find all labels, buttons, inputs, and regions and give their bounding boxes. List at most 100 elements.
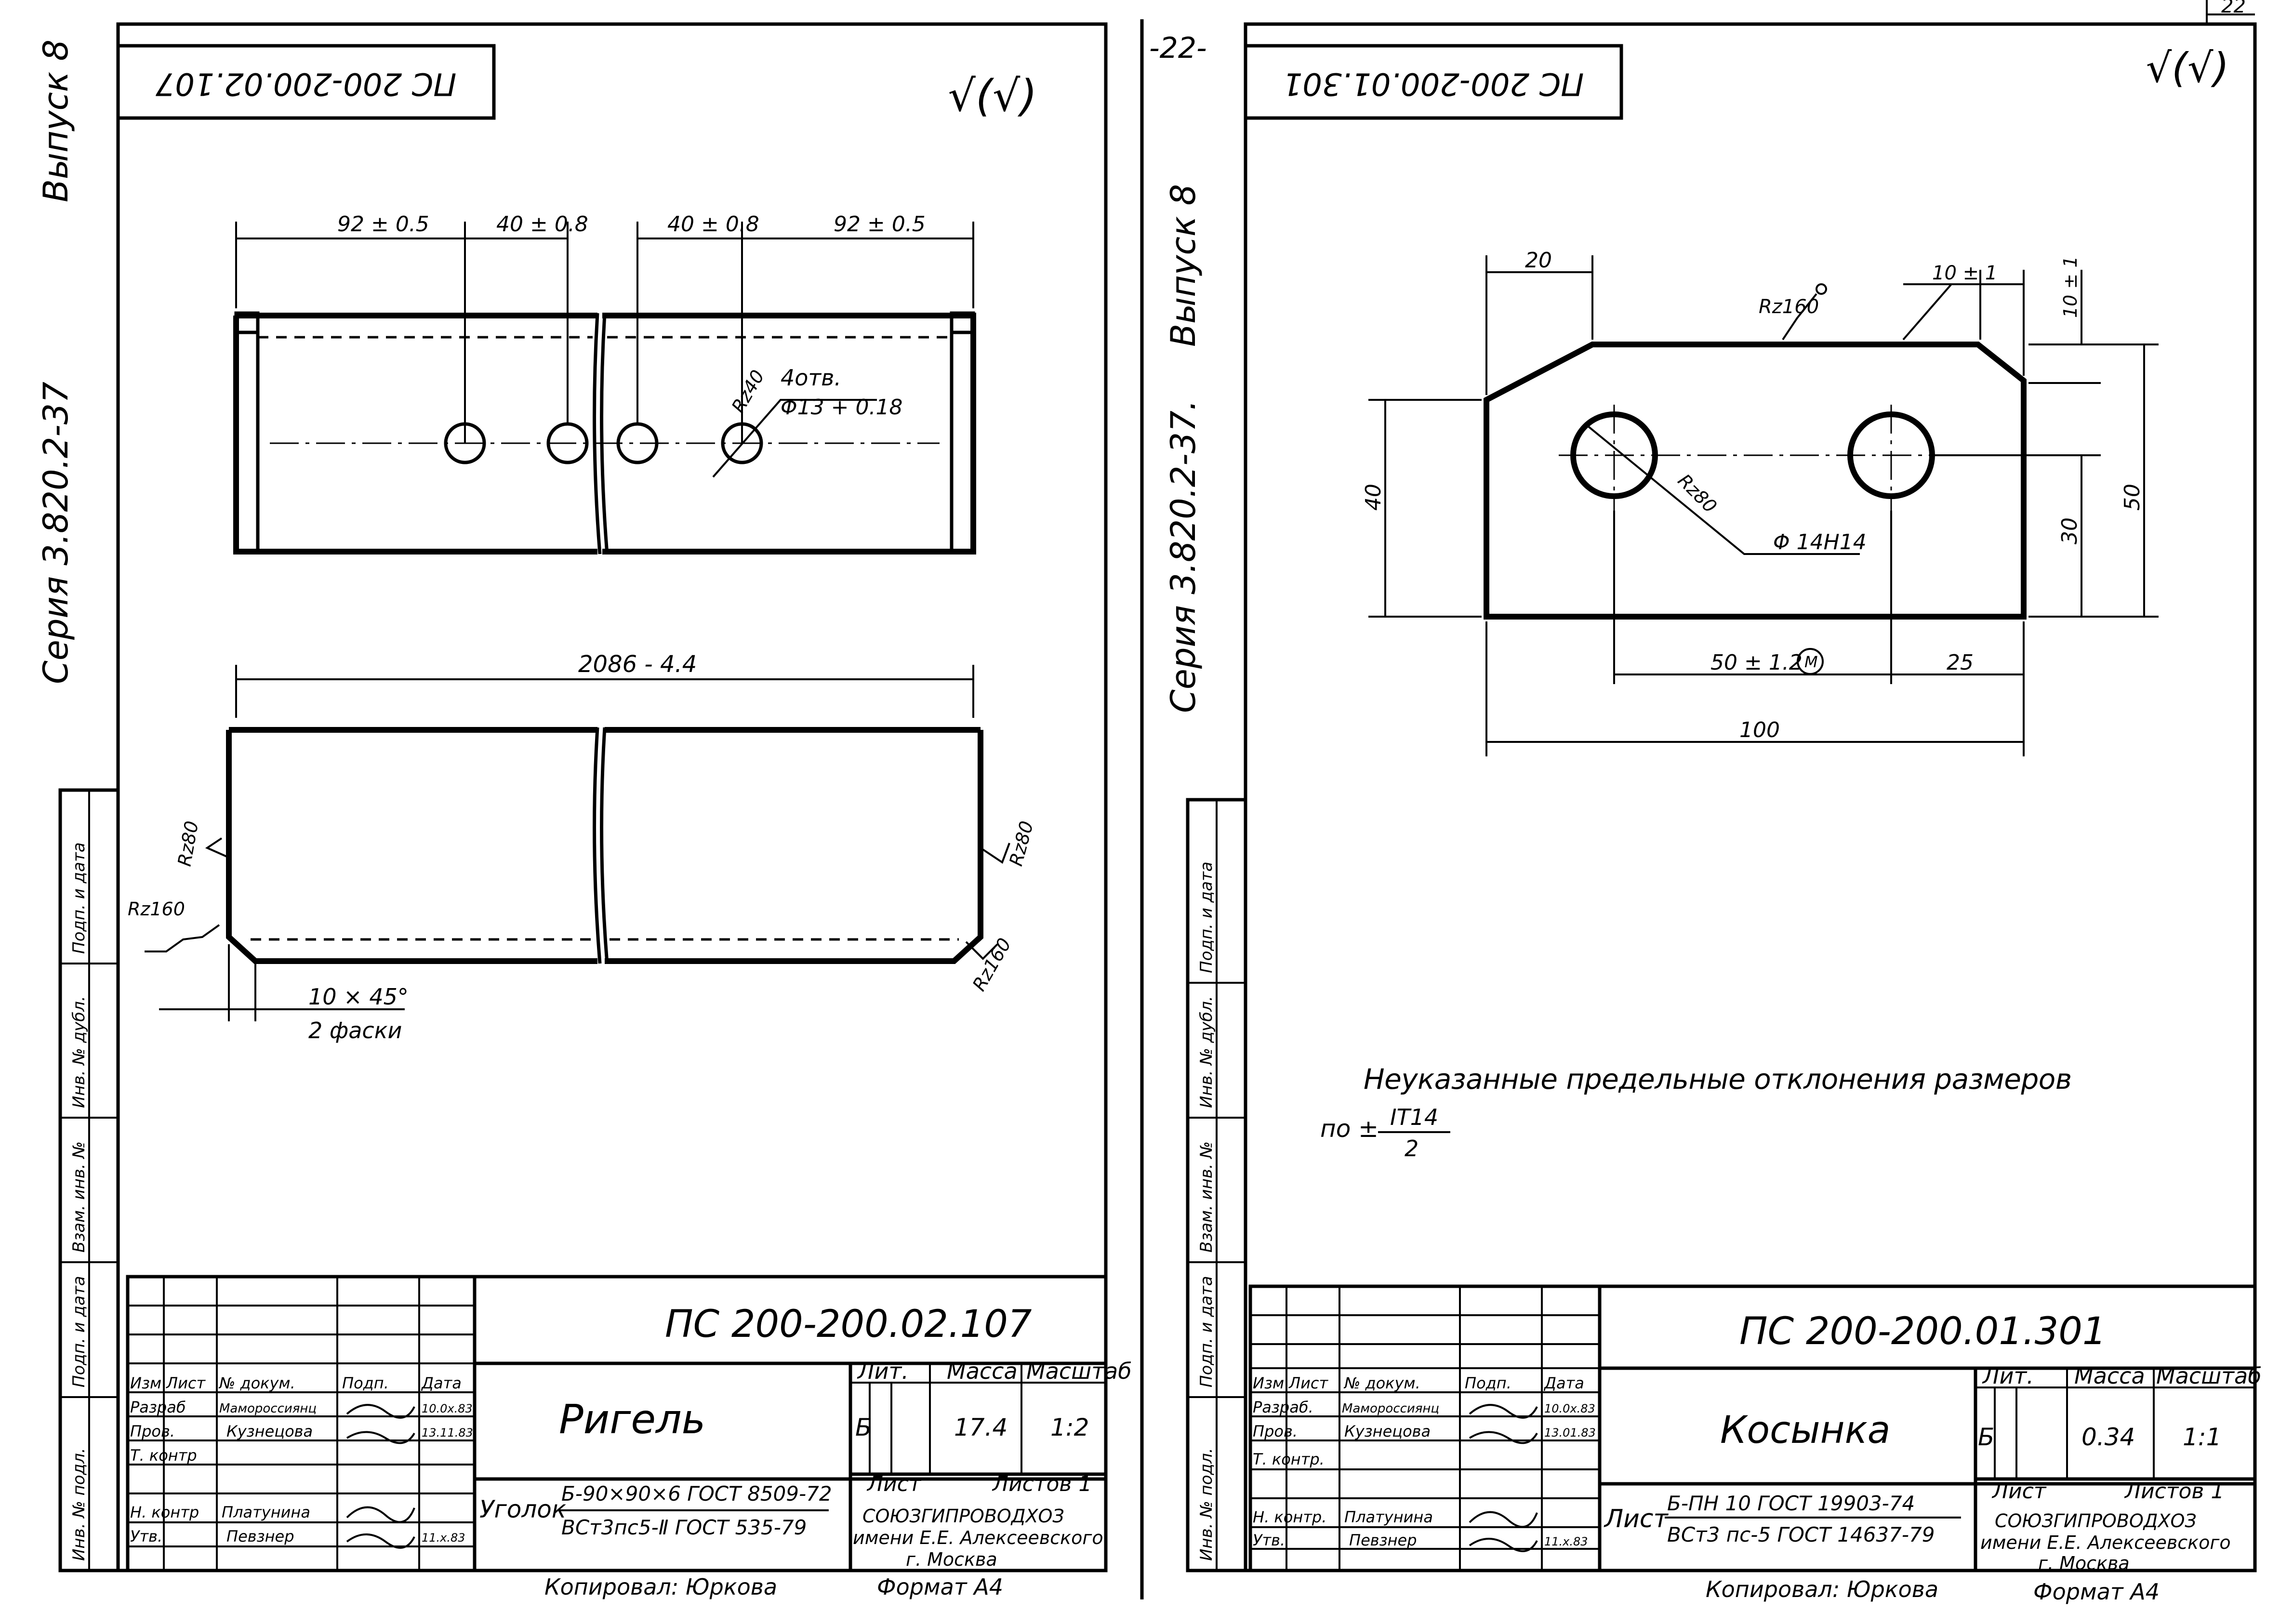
- right-role-6: Утв.: [1253, 1531, 1285, 1549]
- right-scale: 1:1: [2183, 1423, 2221, 1451]
- left-material-2: ВСт3пс5-Ⅱ ГОСТ 535-79: [561, 1516, 807, 1539]
- dim-top-2: 40 ± 0.8: [496, 212, 588, 237]
- rz40-label: Rz40: [728, 366, 769, 416]
- right-org-2: имени Е.Е. Алексеевского: [1980, 1532, 2231, 1553]
- left-date-1: 10.0х.83: [422, 1402, 473, 1415]
- right-side-label-5: Подп. и дата: [1197, 861, 1216, 973]
- right-sheets-label: Листов 1: [2124, 1479, 2224, 1504]
- note-num: IT14: [1390, 1104, 1438, 1130]
- left-roughness-symbol: √(√): [948, 71, 1037, 121]
- dim-20: 20: [1525, 248, 1552, 273]
- left-side-label-1: Инв. № подл.: [69, 1448, 89, 1561]
- left-stamp-name: Ригель: [559, 1396, 705, 1443]
- left-stamp-title: ПС 200-200.02.107: [665, 1303, 1032, 1346]
- rz80-gusset: Rz80: [1674, 470, 1721, 517]
- dim-100: 100: [1739, 718, 1780, 742]
- hole-dim: Φ 14H14: [1773, 530, 1867, 555]
- left-org-3: г. Москва: [906, 1549, 997, 1570]
- dim-25: 25: [1947, 650, 1974, 675]
- right-role-3: Т. контр.: [1253, 1450, 1325, 1468]
- right-name-5: Платунина: [1344, 1508, 1433, 1526]
- left-scale-header: Масштаб: [1026, 1358, 1132, 1384]
- right-roughness-symbol: √(√): [2146, 44, 2229, 92]
- right-lit-header: Лит.: [1982, 1363, 2034, 1389]
- right-role-1: Разраб.: [1253, 1398, 1313, 1416]
- left-lit: Б: [855, 1413, 872, 1441]
- right-date-6: 11.х.83: [1544, 1535, 1588, 1548]
- right-mass-header: Масса: [2074, 1363, 2145, 1389]
- left-col-list: Лист: [166, 1374, 206, 1392]
- right-org-1: СОЮЗГИПРОВОДХОЗ: [1995, 1510, 2197, 1532]
- dim-10-h: 10 ± 1: [1932, 262, 1997, 284]
- right-side-label-1: Инв. № подл.: [1197, 1448, 1216, 1561]
- right-rotated-stamp-box: [1244, 44, 1623, 120]
- right-side-stamp: Инв. № подл. Подп. и дата Взам. инв. № И…: [1186, 798, 1247, 1572]
- left-name-1: Мамоpоссиянц: [219, 1401, 317, 1416]
- left-scale: 1:2: [1050, 1413, 1089, 1441]
- left-front-view: 2086 - 4.4 Rz80 Rz80 Rz160 Rz160 10 × 45…: [128, 651, 1037, 1043]
- dim-m: M: [1804, 653, 1818, 671]
- dim-10-v: 10 ± 1: [2060, 256, 2081, 318]
- left-date-2: 13.11.83: [422, 1426, 473, 1439]
- right-stamp-title: ПС 200-200.01.301: [1739, 1310, 2107, 1353]
- right-name-6: Певзнер: [1349, 1531, 1417, 1549]
- right-rotated-stamp-text: ПС 200-200.01.301: [1283, 66, 1584, 101]
- left-side-label-5: Подп. и дата: [69, 842, 89, 954]
- right-scale-header: Масштаб: [2156, 1363, 2262, 1389]
- right-corner-num: 22: [2221, 0, 2246, 17]
- left-name-6: Певзнер: [226, 1527, 294, 1545]
- left-rotated-stamp-box: [116, 44, 496, 120]
- holes-note-2: Φ13 + 0.18: [781, 395, 902, 420]
- right-title-block: ПС 200-200.01.301 Косынка Лит. Масса Мас…: [1248, 1284, 2262, 1574]
- left-sheets-label: Листов 1: [992, 1472, 1092, 1496]
- rz160-gusset: Rz160: [1759, 296, 1819, 318]
- right-role-5: Н. контр.: [1253, 1508, 1326, 1526]
- right-material-1: Б-ПН 10 ГОСТ 19903-74: [1667, 1492, 1915, 1515]
- left-date-6: 11.х.83: [422, 1531, 465, 1545]
- right-col-date: Дата: [1543, 1374, 1584, 1392]
- left-col-date: Дата: [421, 1374, 462, 1392]
- right-role-2: Пров.: [1253, 1422, 1298, 1440]
- note-line-1: Неуказанные предельные отклонения размер…: [1364, 1063, 2072, 1096]
- dim-top-1: 92 ± 0.5: [337, 212, 429, 237]
- left-mass: 17.4: [954, 1413, 1007, 1441]
- holes-note-1: 4отв.: [781, 365, 841, 391]
- gusset-outline: [1484, 342, 2027, 620]
- right-side-label-2: Подп. и дата: [1197, 1276, 1216, 1387]
- left-side-stamp: Инв. № подл. Подп. и дата Взам. инв. № И…: [58, 788, 120, 1572]
- left-format: Формат А4: [877, 1574, 1003, 1600]
- left-side-label-2: Подп. и дата: [69, 1276, 89, 1387]
- left-col-izm: Изм: [130, 1374, 161, 1392]
- right-lit: Б: [1978, 1423, 1994, 1451]
- left-name-2: Кузнецова: [226, 1422, 313, 1440]
- right-org-3: г. Москва: [2038, 1553, 2130, 1574]
- right-page-num: -22-: [1149, 31, 1207, 65]
- left-sheet-label: Лист: [866, 1472, 922, 1496]
- rz160-left: Rz160: [128, 898, 185, 920]
- right-material-2: ВСт3 пс-5 ГОСТ 14637-79: [1667, 1523, 1935, 1546]
- left-col-sign: Подп.: [342, 1374, 389, 1392]
- left-title-block: ПС 200-200.02.107 Ригель Лит. Масса Масш…: [126, 1275, 1132, 1572]
- left-role-1: Разраб: [130, 1398, 186, 1416]
- rz80-right: Rz80: [1005, 819, 1037, 868]
- left-sheet: ПС 200-200.02.107 √(√) Серия 3.820.2-37 …: [36, 22, 1132, 1600]
- chamfer-1: 10 × 45°: [308, 984, 409, 1010]
- right-date-2: 13.01.83: [1544, 1426, 1596, 1439]
- right-name-1: Мамоpоссиянц: [1342, 1401, 1439, 1416]
- dim-40: 40: [1361, 484, 1386, 511]
- left-top-view: 92 ± 0.5 40 ± 0.8 40 ± 0.8 92 ± 0.5 4отв…: [233, 212, 976, 555]
- dim-top-3: 40 ± 0.8: [667, 212, 759, 237]
- right-material-prefix: Лист: [1604, 1505, 1669, 1533]
- left-role-3: Т. контр: [130, 1446, 197, 1465]
- left-material-1: Б-90×90×6 ГОСТ 8509-72: [561, 1482, 832, 1505]
- right-name-2: Кузнецова: [1344, 1422, 1431, 1440]
- right-side-label-3: Взам. инв. №: [1197, 1141, 1216, 1253]
- left-name-5: Платунина: [222, 1503, 310, 1521]
- right-sheet: 22 -22- ПС 200-200.01.301 √(√) Серия 3.8…: [1149, 0, 2262, 1605]
- right-stamp-name: Косынка: [1720, 1409, 1890, 1452]
- right-col-izm: Изм: [1253, 1374, 1284, 1392]
- dim-50-v: 50: [2120, 484, 2145, 511]
- chamfer-2: 2 фаски: [308, 1017, 402, 1043]
- left-org-1: СОЮЗГИПРОВОДХОЗ: [862, 1505, 1064, 1527]
